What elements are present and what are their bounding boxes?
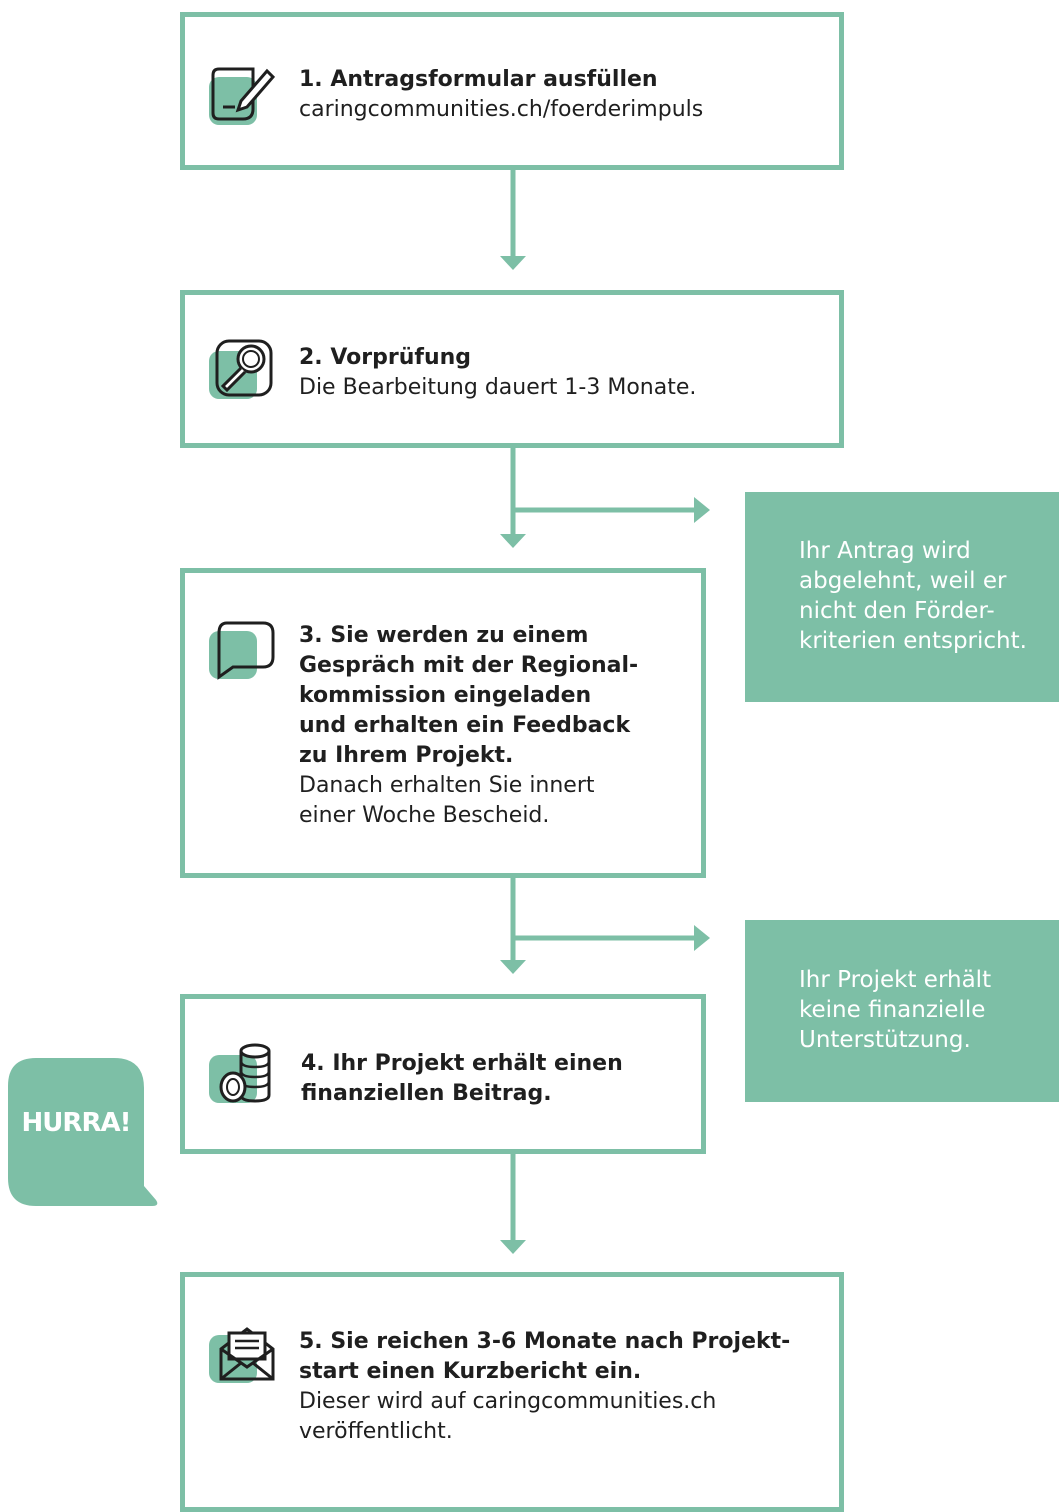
step-2-box: 2. Vorprüfung Die Bearbeitung dauert 1-3… <box>180 290 844 448</box>
outcome-no-funding: Ihr Projekt erhält keine finanzielle Unt… <box>745 920 1059 1102</box>
arrowhead-down-2 <box>500 534 526 548</box>
arrowhead-down-1 <box>500 256 526 270</box>
coins-icon <box>209 1043 271 1103</box>
form-pencil-icon <box>209 67 276 125</box>
speech-bubble-icon <box>209 621 275 680</box>
hurra-speech-bubble <box>8 1058 158 1206</box>
envelope-icon <box>209 1327 275 1383</box>
step-5-title: 5. Sie reichen 3-6 Monate nach Projekt- … <box>299 1329 791 1384</box>
step-2-title: 2. Vorprüfung <box>299 345 472 370</box>
arrowhead-down-4 <box>500 1240 526 1254</box>
step-4-title: 4. Ihr Projekt erhält einen finanziellen… <box>301 1051 623 1106</box>
hurra-label: HURRA! <box>21 1108 132 1138</box>
step-2-text: Die Bearbeitung dauert 1-3 Monate. <box>299 375 697 400</box>
step-3-box: 3. Sie werden zu einem Gespräch mit der … <box>180 568 706 878</box>
arrowhead-right-1 <box>694 497 710 523</box>
step-1-title: 1. Antragsformular ausfüllen <box>299 67 658 92</box>
step-1-box: 1. Antragsformular ausfüllen caringcommu… <box>180 12 844 170</box>
step-1-link[interactable]: caringcommunities.ch/foerderimpuls <box>299 97 704 122</box>
step-3-text: Danach erhalten Sie innert einer Woche B… <box>299 773 595 828</box>
magnifier-icon <box>209 339 273 399</box>
step-5-text: Dieser wird auf caringcommunities.ch ver… <box>299 1389 717 1444</box>
arrowhead-down-3 <box>500 960 526 974</box>
step-4-box: 4. Ihr Projekt erhält einen finanziellen… <box>180 994 706 1154</box>
arrowhead-right-2 <box>694 925 710 951</box>
step-5-box: 5. Sie reichen 3-6 Monate nach Projekt- … <box>180 1272 844 1512</box>
step-3-title: 3. Sie werden zu einem Gespräch mit der … <box>299 623 639 768</box>
outcome-rejected: Ihr Antrag wird abgelehnt, weil er nicht… <box>745 492 1059 702</box>
